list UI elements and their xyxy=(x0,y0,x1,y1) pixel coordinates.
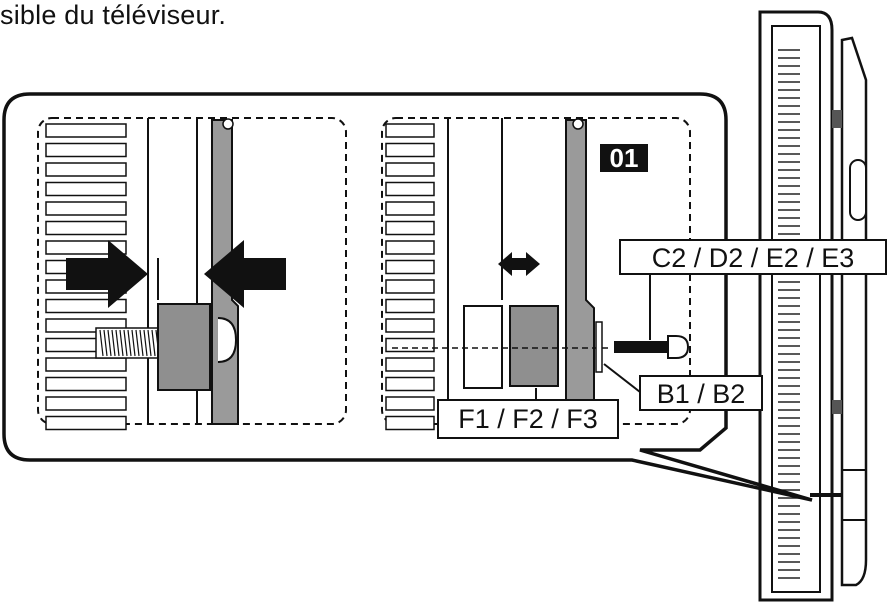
vent-slot xyxy=(385,240,435,255)
label-spacers: F1 / F2 / F3 xyxy=(437,399,619,439)
vent-slot xyxy=(385,220,435,236)
thread-line xyxy=(99,329,104,357)
panel-clamped xyxy=(37,117,347,431)
thread-line xyxy=(107,329,112,357)
vent-slot xyxy=(385,298,435,314)
vent-slot xyxy=(45,220,127,236)
threaded-bolt xyxy=(95,303,238,391)
thread-line xyxy=(147,329,152,357)
vent-slot xyxy=(45,376,127,392)
vent-slot xyxy=(385,162,435,177)
tv-side-profile xyxy=(758,10,868,602)
vent-slot xyxy=(45,123,127,138)
vent-slot xyxy=(385,318,435,333)
leader-lines xyxy=(535,274,651,400)
vent-slot xyxy=(385,259,435,275)
vent-slot xyxy=(385,201,435,216)
vent-slot xyxy=(45,162,127,177)
vent-slot xyxy=(45,142,127,158)
vent-slot xyxy=(45,240,127,255)
bolt xyxy=(614,335,690,359)
label-bolts: C2 / D2 / E2 / E3 xyxy=(619,239,887,275)
label-washers-text: B1 / B2 xyxy=(657,379,746,409)
thread-line xyxy=(115,329,120,357)
vent-slot xyxy=(385,376,435,392)
vent-slot xyxy=(45,396,127,411)
panel-spacing-vents xyxy=(385,123,435,431)
vent-slot xyxy=(385,396,435,411)
tv-vent-slots xyxy=(778,49,800,579)
spacer-block xyxy=(509,305,559,387)
thread-line xyxy=(131,329,136,357)
label-spacers-text: F1 / F2 / F3 xyxy=(458,404,598,434)
vent-slot xyxy=(385,357,435,372)
vent-slot xyxy=(45,415,127,431)
vent-slot xyxy=(45,357,127,372)
callout-bubble xyxy=(2,92,813,502)
panel-spacing: 01 xyxy=(381,117,691,431)
thread-line xyxy=(127,329,132,357)
thread-line xyxy=(151,329,156,357)
spacer-nut xyxy=(157,303,211,391)
vent-slot xyxy=(385,123,435,138)
label-bolts-text: C2 / D2 / E2 / E3 xyxy=(652,243,855,273)
vent-slot xyxy=(385,337,435,353)
arrow-right-icon xyxy=(66,240,148,308)
label-washers: B1 / B2 xyxy=(639,375,763,411)
thread-line xyxy=(123,329,128,357)
vent-slot xyxy=(385,415,435,431)
double-arrow-icon xyxy=(498,252,540,276)
vent-slot xyxy=(45,298,127,314)
vent-slot xyxy=(385,142,435,158)
thread-line xyxy=(103,329,108,357)
thread-line xyxy=(143,329,148,357)
thread-line xyxy=(119,329,124,357)
instruction-caption: sible du téléviseur. xyxy=(0,0,227,30)
arrow-left-icon xyxy=(204,240,286,308)
vent-slot xyxy=(45,181,127,197)
washer xyxy=(595,321,603,373)
vent-slot xyxy=(45,201,127,216)
vent-slot xyxy=(385,279,435,294)
vent-slot xyxy=(385,181,435,197)
thread-line xyxy=(139,329,144,357)
thread-line xyxy=(135,329,140,357)
thread-line xyxy=(111,329,116,357)
step-badge-text: 01 xyxy=(610,143,639,173)
step-badge xyxy=(600,144,648,172)
